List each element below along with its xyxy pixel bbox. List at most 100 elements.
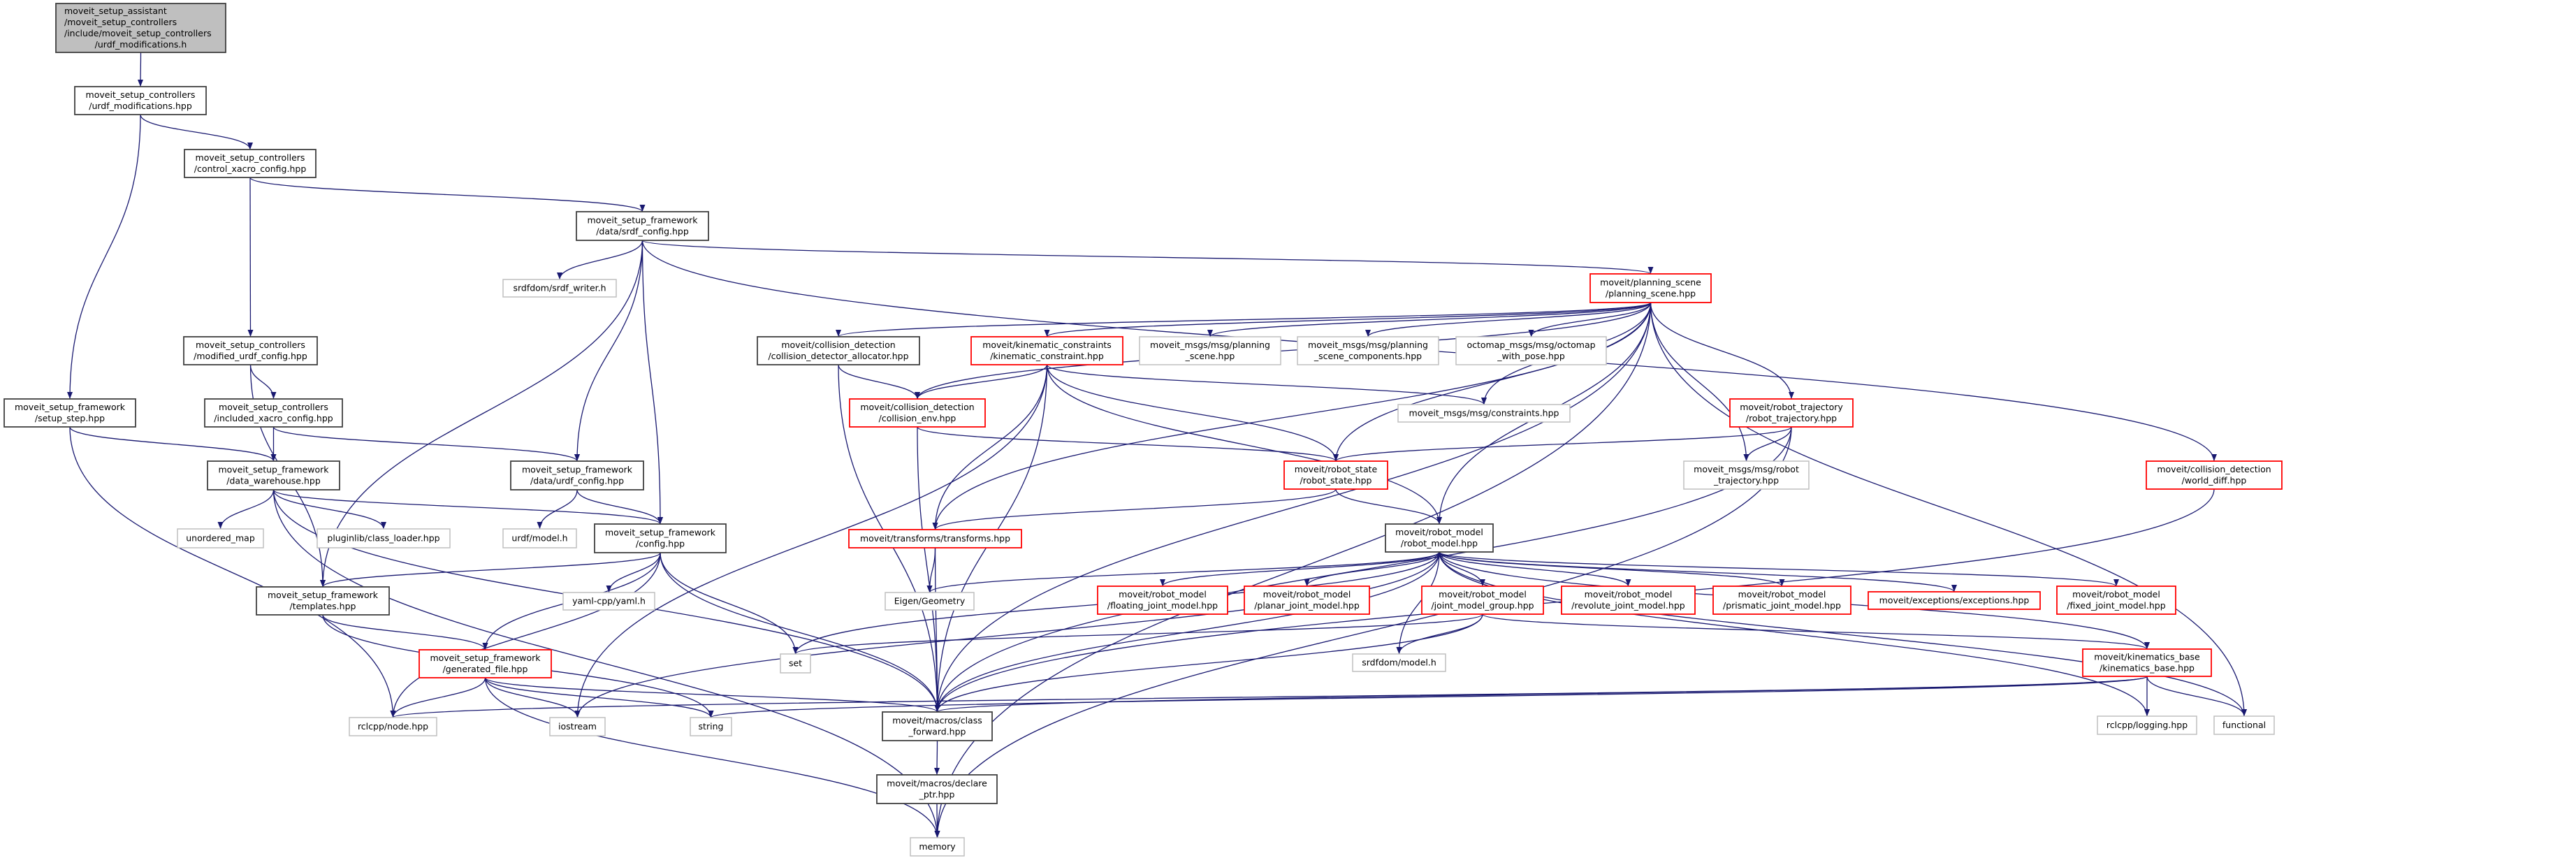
node-box: [207, 460, 340, 490]
node-moveit-msgs-msg-planning-scene-hpp[interactable]: moveit_msgs/msg/planning_scene.hpp: [1139, 336, 1281, 365]
edge-n38-n43: [1439, 551, 1785, 587]
node-moveit-setup-controllers-included-xacro-config-hpp[interactable]: moveit_setup_controllers/included_xacro_…: [204, 398, 343, 428]
edge-n38-n42: [1439, 551, 1631, 587]
node-moveit-setup-controllers-control-xacro-config-hpp[interactable]: moveit_setup_controllers/control_xacro_c…: [184, 149, 316, 178]
node-label: moveit_msgs/msg/planning: [1308, 340, 1428, 350]
node-moveit-setup-framework-config-hpp[interactable]: moveit_setup_framework/config.hpp: [594, 523, 727, 553]
edge-n2-n3: [249, 177, 646, 212]
node-label: string: [699, 721, 724, 732]
edge-n28-n34: [1046, 364, 1339, 462]
node-label: /included_xacro_config.hpp: [214, 413, 333, 423]
node-moveit-robot-model-floating-joint-model-hpp[interactable]: moveit/robot_model/floating_joint_model.…: [1097, 586, 1228, 615]
node-moveit-collision-detection-world-diff-hpp[interactable]: moveit/collision_detection/world_diff.hp…: [2146, 460, 2283, 490]
edge-n32-n34: [917, 426, 1339, 462]
node-box: [74, 86, 207, 115]
node-moveit-macros-class-forward-hpp[interactable]: moveit/macros/class_forward.hpp: [882, 711, 993, 741]
node-moveit-msgs-msg-robot-trajectory-hpp[interactable]: moveit_msgs/msg/robot_trajectory.hpp: [1683, 460, 1810, 490]
edge-n16-n19: [484, 677, 714, 718]
node-label: moveit_setup_framework: [587, 215, 698, 226]
node-functional[interactable]: functional: [2213, 715, 2275, 735]
edge-n13-n21: [660, 552, 940, 713]
node-box: [1421, 586, 1544, 615]
node-moveit-robot-model-robot-model-hpp[interactable]: moveit/robot_model/robot_model.hpp: [1385, 523, 1494, 553]
node-moveit-kinematic-constraints-kinematic-constraint-hpp[interactable]: moveit/kinematic_constraints/kinematic_c…: [970, 336, 1123, 365]
node-urdf-model-h[interactable]: urdf/model.h: [502, 528, 577, 548]
node-moveit-setup-framework-templates-hpp[interactable]: moveit_setup_framework/templates.hpp: [256, 586, 390, 616]
node-moveit-robot-trajectory-robot-trajectory-hpp[interactable]: moveit/robot_trajectory/robot_trajectory…: [1729, 398, 1854, 428]
node-moveit-msgs-msg-constraints-hpp[interactable]: moveit_msgs/msg/constraints.hpp: [1397, 404, 1571, 423]
edge-n16-n23: [484, 677, 940, 838]
node-iostream[interactable]: iostream: [549, 717, 606, 736]
node-moveit-collision-detection-collision-env-hpp[interactable]: moveit/collision_detection/collision_env…: [849, 398, 986, 428]
node-label: Eigen/Geometry: [894, 596, 966, 606]
node-moveit-robot-model-planar-joint-model-hpp[interactable]: moveit/robot_model/planar_joint_model.hp…: [1244, 586, 1370, 615]
node-octomap-msgs-msg-octomap-with-pose-hpp[interactable]: octomap_msgs/msg/octomap_with_pose.hpp: [1455, 336, 1607, 365]
edge-n6-n8: [69, 426, 277, 462]
node-rclcpp-node-hpp[interactable]: rclcpp/node.hpp: [349, 717, 437, 736]
node-box: [1297, 336, 1439, 365]
node-moveit-transforms-transforms-hpp[interactable]: moveit/transforms/transforms.hpp: [848, 529, 1022, 548]
node-srdfdom-srdf-writer-h[interactable]: srdfdom/srdf_writer.h: [502, 279, 617, 298]
node-label: moveit_setup_assistant: [64, 6, 167, 16]
node-moveit-setup-framework-data-srdf-config-hpp[interactable]: moveit_setup_framework/data/srdf_config.…: [576, 211, 709, 241]
node-box: [2082, 648, 2212, 677]
edge-n38-n46: [1396, 551, 1440, 655]
node-moveit-setup-framework-data-urdf-config-hpp[interactable]: moveit_setup_framework/data/urdf_config.…: [510, 460, 644, 490]
edge-n2-n5: [247, 177, 254, 337]
edge-n34-n38: [1335, 488, 1442, 525]
node-memory[interactable]: memory: [910, 837, 965, 857]
node-box: [2097, 715, 2197, 735]
node-moveit-robot-model-fixed-joint-model-hpp[interactable]: moveit/robot_model/fixed_joint_model.hpp: [2056, 586, 2176, 615]
node-label: moveit/transforms/transforms.hpp: [860, 533, 1010, 544]
node-label: /kinematics_base.hpp: [2100, 663, 2195, 674]
node-moveit-setup-framework-setup-step-hpp[interactable]: moveit_setup_framework/setup_step.hpp: [3, 398, 136, 428]
node-eigen-geometry[interactable]: Eigen/Geometry: [885, 592, 975, 611]
node-moveit-exceptions-exceptions-hpp[interactable]: moveit/exceptions/exceptions.hpp: [1868, 591, 2041, 610]
edge-n13-n20: [660, 552, 799, 655]
node-box: [2056, 586, 2176, 615]
node-box: [256, 586, 390, 616]
node-rclcpp-logging-hpp[interactable]: rclcpp/logging.hpp: [2097, 715, 2197, 735]
edge-n38-n45: [1439, 551, 2119, 587]
node-box: [1397, 404, 1571, 423]
node-moveit-collision-detection-collision-detector-allocator-hpp[interactable]: moveit/collision_detection/collision_det…: [757, 336, 920, 365]
node-label: _with_pose.hpp: [1497, 351, 1565, 361]
node-box: [510, 460, 644, 490]
edge-n34-n24: [932, 488, 1337, 530]
node-string[interactable]: string: [690, 717, 732, 736]
node-box: [780, 653, 811, 674]
node-moveit-macros-declare-ptr-hpp[interactable]: moveit/macros/declare_ptr.hpp: [876, 774, 998, 804]
node-label: moveit_setup_framework: [605, 528, 716, 538]
node-moveit-setup-assistant-moveit-setup-controllers-include-moveit-setup-controllers-urdf-modifications-h[interactable]: moveit_setup_assistant/moveit_setup_cont…: [55, 3, 226, 53]
node-moveit-setup-controllers-modified-urdf-config-hpp[interactable]: moveit_setup_controllers/modified_urdf_c…: [183, 336, 318, 365]
node-label: /data/srdf_config.hpp: [596, 226, 689, 237]
node-unordered-map[interactable]: unordered_map: [177, 528, 264, 548]
edge-n35-n36: [1743, 426, 1792, 462]
node-moveit-setup-controllers-urdf-modifications-hpp[interactable]: moveit_setup_controllers/urdf_modificati…: [74, 86, 207, 115]
node-label: moveit/planning_scene: [1600, 277, 1701, 288]
edge-n28-n24: [932, 364, 1048, 530]
edge-n8-n10: [217, 489, 275, 530]
node-moveit-robot-state-robot-state-hpp[interactable]: moveit/robot_state/robot_state.hpp: [1283, 460, 1388, 490]
node-moveit-setup-framework-data-warehouse-hpp[interactable]: moveit_setup_framework/data_warehouse.hp…: [207, 460, 340, 490]
node-moveit-planning-scene-planning-scene-hpp[interactable]: moveit/planning_scene/planning_scene.hpp: [1589, 273, 1712, 303]
node-moveit-msgs-msg-planning-scene-components-hpp[interactable]: moveit_msgs/msg/planning_scene_component…: [1297, 336, 1439, 365]
node-moveit-kinematics-base-kinematics-base-hpp[interactable]: moveit/kinematics_base/kinematics_base.h…: [2082, 648, 2212, 677]
node-set[interactable]: set: [780, 653, 811, 674]
node-box: [757, 336, 920, 365]
edge-n28-n33: [1046, 364, 1487, 405]
node-box: [184, 149, 316, 178]
node-moveit-robot-model-prismatic-joint-model-hpp[interactable]: moveit/robot_model/prismatic_joint_model…: [1712, 586, 1851, 615]
node-srdfdom-model-h[interactable]: srdfdom/model.h: [1352, 653, 1446, 672]
node-moveit-setup-framework-generated-file-hpp[interactable]: moveit_setup_framework/generated_file.hp…: [419, 649, 552, 678]
node-yaml-cpp-yaml-h[interactable]: yaml-cpp/yaml.h: [562, 592, 655, 611]
node-moveit-robot-model-joint-model-group-hpp[interactable]: moveit/robot_model/joint_model_group.hpp: [1421, 586, 1544, 615]
node-box: [1385, 523, 1494, 553]
node-label: moveit/collision_detection: [860, 402, 974, 412]
node-label: iostream: [558, 721, 597, 732]
node-pluginlib-class-loader-hpp[interactable]: pluginlib/class_loader.hpp: [316, 528, 451, 548]
edge-n41-n21: [934, 613, 1483, 713]
node-moveit-robot-model-revolute-joint-model-hpp[interactable]: moveit/robot_model/revolute_joint_model.…: [1561, 586, 1696, 615]
node-box: [1561, 586, 1696, 615]
node-label: rclcpp/node.hpp: [358, 721, 428, 732]
